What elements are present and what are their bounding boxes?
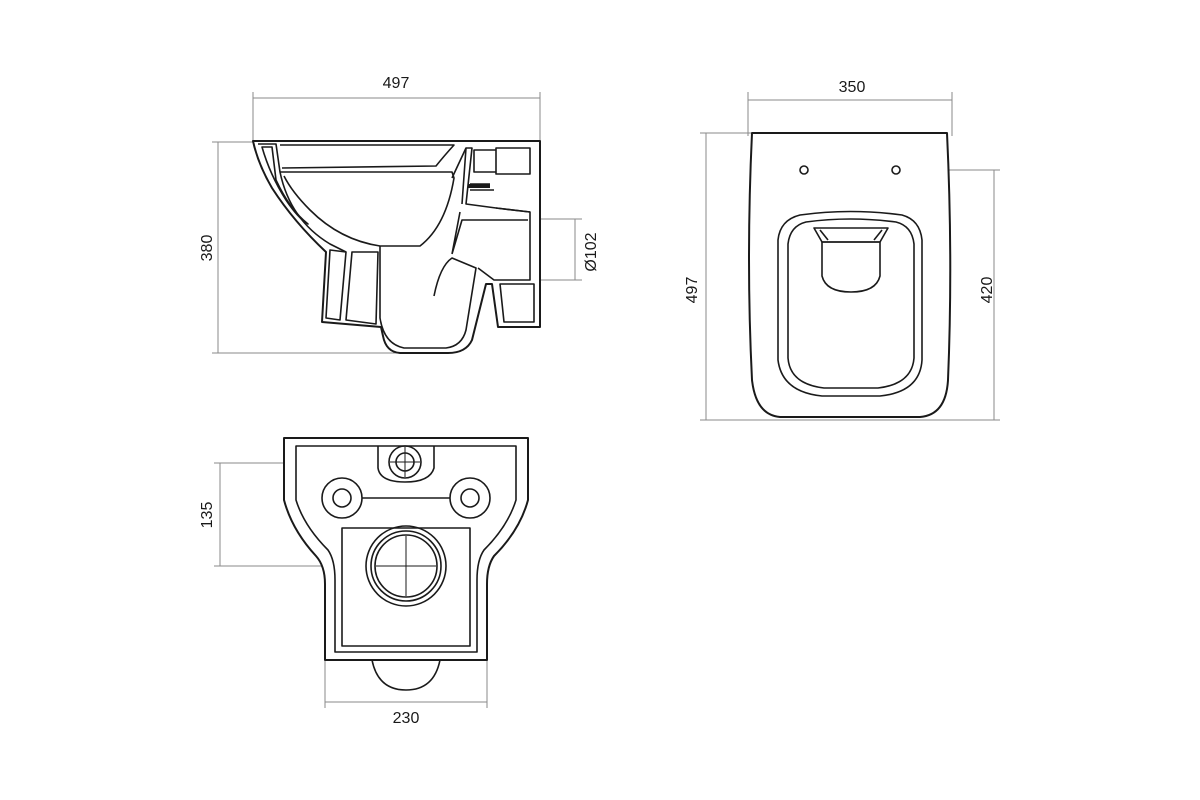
- back-bolt-hole-left-outer: [321, 477, 363, 519]
- side-height-label: 380: [199, 235, 216, 262]
- top-hinge-right: [891, 165, 901, 175]
- top-width-dimension: 350: [747, 79, 953, 136]
- back-view: 135 230: [199, 437, 529, 727]
- back-flush-inlet-housing: [377, 446, 435, 483]
- back-outlet-mid: [370, 530, 442, 602]
- top-flush-rim: [813, 227, 889, 243]
- top-length-label: 497: [684, 277, 701, 304]
- side-view: 497 380 Ø102: [199, 75, 600, 354]
- top-length-dimension: 497: [684, 132, 1000, 421]
- back-outlet-inner: [374, 534, 438, 598]
- back-width-dimension: 230: [324, 660, 488, 727]
- side-body-outline: [252, 140, 541, 354]
- side-width-dimension: 497: [252, 75, 541, 142]
- back-bolt-hole-right-outer: [449, 477, 491, 519]
- top-view: 350 497 420: [684, 79, 1000, 421]
- top-bowl-inner: [787, 218, 915, 389]
- top-hinge-left: [799, 165, 809, 175]
- side-bowl-top: [280, 144, 455, 169]
- side-height-dimension: 380: [199, 141, 400, 354]
- back-spacing-label: 135: [199, 502, 216, 529]
- outlet-diameter-label: Ø102: [583, 232, 600, 271]
- back-body-inner-2: [341, 527, 471, 647]
- top-width-label: 350: [839, 79, 866, 96]
- back-body-inner: [295, 445, 517, 653]
- side-rim-inner: [261, 146, 309, 225]
- side-marker: [468, 184, 490, 188]
- side-legs: [325, 249, 535, 325]
- side-width-label: 497: [383, 75, 410, 92]
- top-bowl-outer: [777, 210, 923, 397]
- back-bolt-hole-left-inner: [332, 488, 352, 508]
- side-back-frame: [473, 147, 531, 213]
- top-fixing-label: 420: [979, 277, 996, 304]
- top-water-area: [821, 241, 881, 293]
- side-bowl: [280, 171, 455, 247]
- back-width-label: 230: [393, 710, 420, 727]
- back-flush-inlet-outer: [388, 445, 422, 479]
- back-bottom-outlet: [371, 659, 441, 691]
- side-trap: [379, 246, 477, 349]
- back-outlet-outer: [365, 525, 447, 607]
- back-bolt-hole-right-inner: [460, 488, 480, 508]
- top-seat-outline: [748, 132, 952, 418]
